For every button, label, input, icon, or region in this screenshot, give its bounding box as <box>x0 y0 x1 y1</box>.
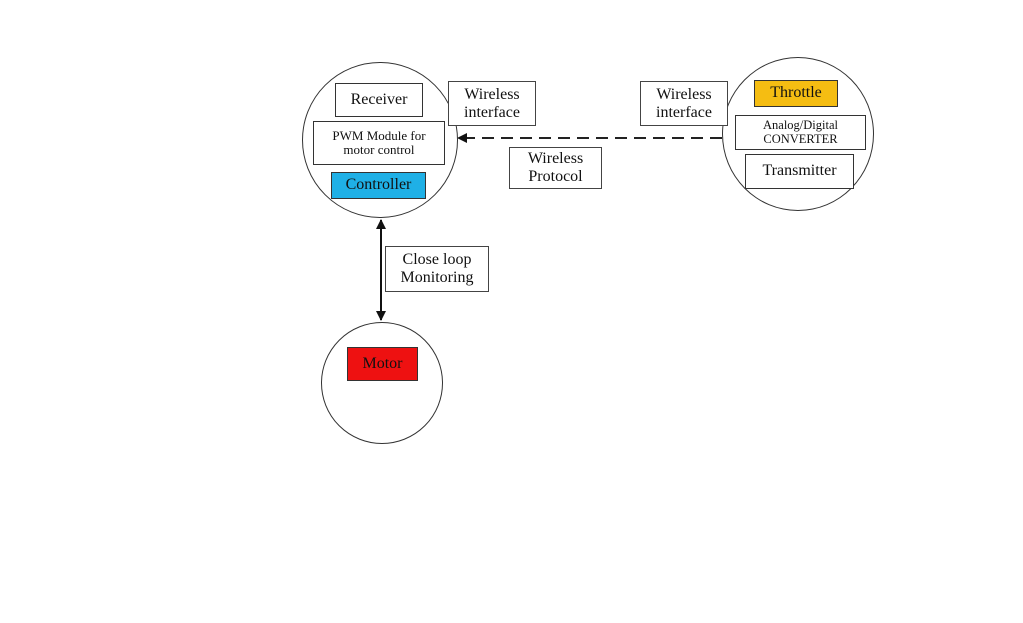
adc-box: Analog/Digital CONVERTER <box>735 115 866 150</box>
motor-node <box>321 322 443 444</box>
throttle-box: Throttle <box>754 80 838 107</box>
wireless-protocol-label: Wireless Protocol <box>509 147 602 189</box>
transmitter-box: Transmitter <box>745 154 854 189</box>
wireless-interface-right-label: Wireless interface <box>640 81 728 126</box>
controller-box: Controller <box>331 172 426 199</box>
motor-box: Motor <box>347 347 418 381</box>
receiver-box: Receiver <box>335 83 423 117</box>
pwm-module-box: PWM Module for motor control <box>313 121 445 165</box>
close-loop-monitoring-label: Close loop Monitoring <box>385 246 489 292</box>
wireless-interface-left-label: Wireless interface <box>448 81 536 126</box>
